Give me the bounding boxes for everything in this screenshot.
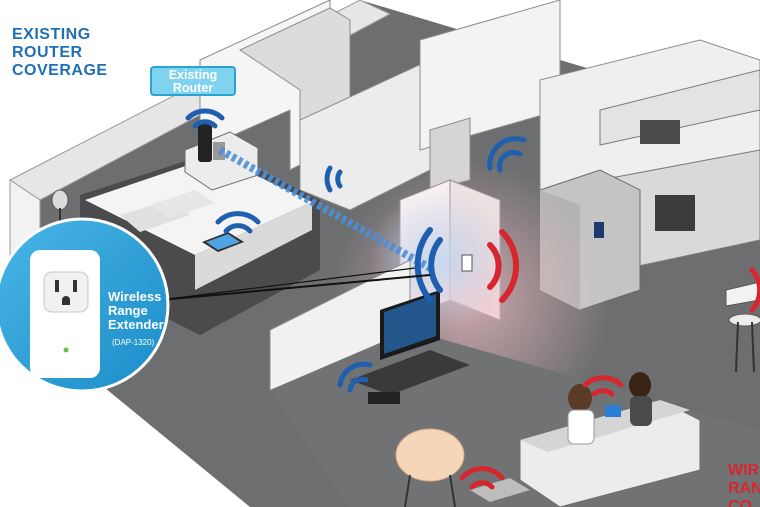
wifi-signal-icon — [459, 466, 505, 490]
oven — [655, 195, 695, 231]
router-label-line: Router — [172, 81, 214, 95]
heading-line: EXISTING — [12, 26, 91, 43]
extender-label-line: Range — [108, 303, 148, 318]
bed-side — [195, 202, 312, 290]
kitchen-island — [725, 281, 760, 307]
heading-line: COVERAGE — [12, 62, 108, 79]
set-top-box — [368, 392, 400, 404]
wifi-signal-icon — [582, 375, 624, 397]
tv-stand — [350, 350, 470, 395]
armchair — [395, 428, 465, 482]
bar-stool — [728, 313, 760, 327]
microwave — [640, 120, 680, 144]
wifi-signal-icon — [215, 211, 261, 234]
extender-label: Wireless Range Extender — [108, 290, 164, 332]
existing-router-coverage-heading: EXISTING ROUTER COVERAGE — [12, 26, 108, 80]
wifi-signal-icon — [324, 165, 343, 193]
callout-line — [159, 267, 416, 301]
coverage-line: WIR — [728, 462, 760, 479]
extender-coverage-heading: WIR RAN CO — [728, 462, 760, 507]
extender-label-line: Wireless — [108, 289, 162, 304]
wifi-signal-icon — [337, 361, 373, 393]
coverage-line: CO — [728, 498, 752, 507]
side-table — [470, 478, 530, 502]
extender-model-number: (DAP-1320) — [112, 338, 155, 347]
router-icon — [198, 124, 212, 162]
range-extender-device — [30, 250, 100, 378]
wifi-signal-icon — [185, 108, 225, 129]
wifi-signal-icon — [414, 227, 443, 303]
coverage-line: RAN — [728, 480, 760, 497]
router-label-line: Existing — [168, 68, 218, 82]
heading-line: ROUTER — [12, 44, 83, 61]
wall-outlet — [461, 254, 473, 272]
wifi-signal-icon — [487, 136, 527, 173]
extender-label-line: Extender — [108, 317, 164, 332]
existing-router-label: Existing Router — [150, 66, 236, 96]
wifi-signal-icon — [487, 229, 520, 303]
person-woman — [629, 372, 651, 398]
callout-line — [159, 274, 431, 301]
power-outlet-icon — [43, 271, 89, 313]
router-to-extender-beam — [218, 146, 432, 272]
person-man — [568, 384, 592, 412]
